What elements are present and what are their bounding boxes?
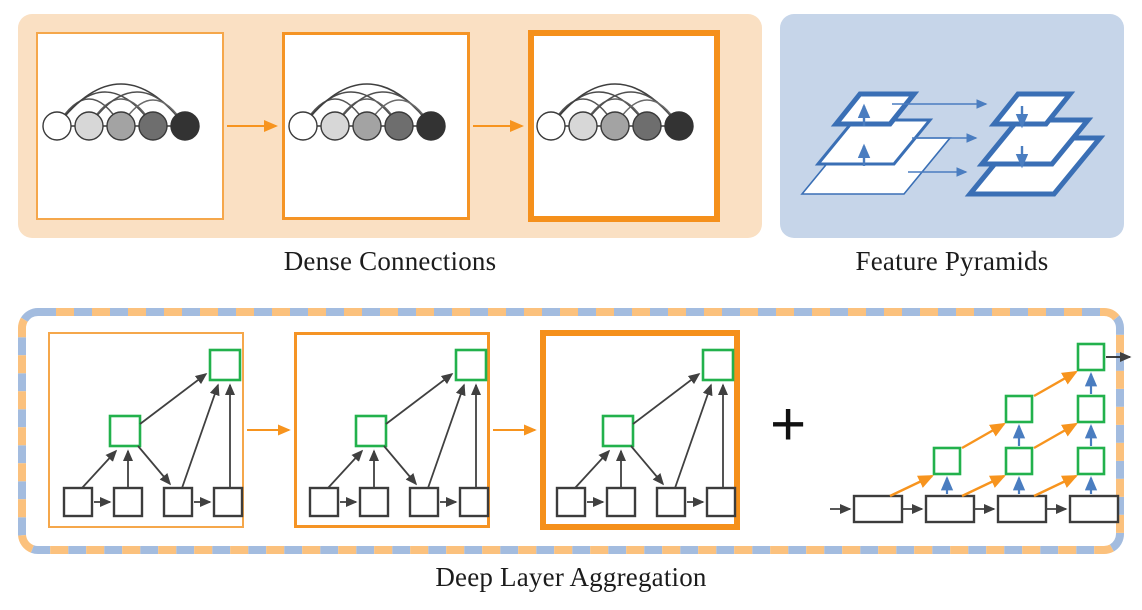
ladder-green-c3-r2 <box>1004 394 1034 424</box>
ladder-diagonal-arrow-1 <box>889 474 934 498</box>
dense-graph-1 <box>42 83 200 141</box>
dense-panel-graphics <box>42 83 694 141</box>
deep-layer-aggregation-caption: Deep Layer Aggregation <box>435 562 707 592</box>
ladder-green-c4-r3 <box>1076 342 1106 372</box>
dense-connections-panel <box>18 14 762 238</box>
ladder-green-c3-r1 <box>1004 446 1034 476</box>
ladder-diagonal-arrow-6 <box>1033 370 1078 398</box>
feature-pyramids-panel <box>780 14 1124 238</box>
pyramid-left-stack <box>800 91 952 195</box>
ladder-diagonal-arrow-4 <box>961 422 1006 450</box>
dense-graph-2 <box>288 83 446 141</box>
ladder-diagonal-arrow-3 <box>1033 474 1078 498</box>
ladder-diagonal-arrow-2 <box>961 474 1006 498</box>
ladder-base-block-4 <box>1068 494 1120 524</box>
pyramid-right-stack <box>964 91 1106 197</box>
ladder-green-c4-r2 <box>1076 394 1106 424</box>
left-plane-middle <box>814 118 934 166</box>
plus-operator: + <box>770 390 807 459</box>
left-plane-top <box>830 91 920 127</box>
ladder-diagonal-arrow-5 <box>1033 422 1078 450</box>
dense-connections-caption: Dense Connections <box>283 246 497 276</box>
feature-pyramid-graphics <box>800 91 1106 197</box>
ladder-base-block-1 <box>852 494 904 524</box>
dla-tree-1 <box>64 350 242 516</box>
ladder-base-block-3 <box>996 494 1048 524</box>
dla-ladder <box>830 342 1132 524</box>
right-plane-top <box>988 91 1076 127</box>
ladder-green-c4-r1 <box>1076 446 1106 476</box>
dla-panel-graphics <box>18 342 1132 524</box>
ladder-base-block-2 <box>924 494 976 524</box>
feature-pyramids-caption: Feature Pyramids <box>855 246 1049 276</box>
right-plane-middle <box>976 117 1094 167</box>
ladder-green-c2-r1 <box>932 446 962 476</box>
dense-graph-3 <box>536 83 694 141</box>
deep-layer-aggregation-panel: + <box>18 308 1132 554</box>
dla-tree-2 <box>310 350 488 516</box>
dla-dashed-border <box>18 308 1124 554</box>
dla-tree-3 <box>557 350 735 516</box>
